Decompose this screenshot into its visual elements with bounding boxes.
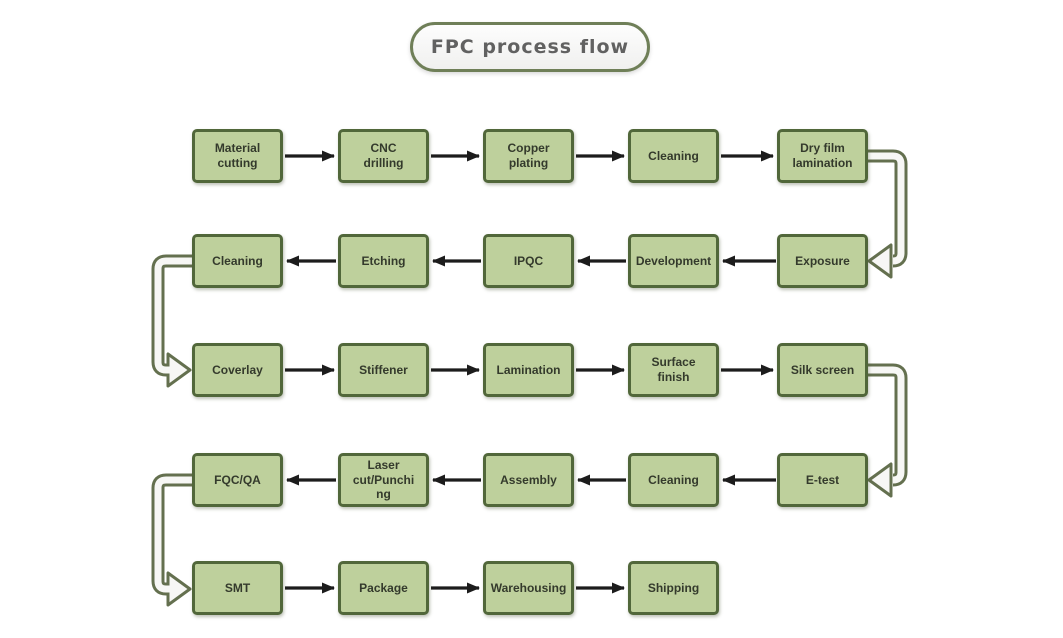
loop-connector-left-2 [151, 473, 194, 607]
node-silk-screen: Silk screen [777, 343, 868, 397]
node-cnc-drilling: CNC drilling [338, 129, 429, 183]
node-cleaning-2: Cleaning [192, 234, 283, 288]
node-cleaning-3: Cleaning [628, 453, 719, 507]
node-development: Development [628, 234, 719, 288]
node-e-test: E-test [777, 453, 868, 507]
node-assembly: Assembly [483, 453, 574, 507]
loop-connector-right-1 [866, 149, 908, 279]
node-smt: SMT [192, 561, 283, 615]
node-surface-finish: Surface finish [628, 343, 719, 397]
loop-arrowhead-icon [166, 571, 192, 607]
node-material-cutting: Material cutting [192, 129, 283, 183]
node-ipqc: IPQC [483, 234, 574, 288]
node-dry-film-lamination: Dry film lamination [777, 129, 868, 183]
node-exposure: Exposure [777, 234, 868, 288]
node-copper-plating: Copper plating [483, 129, 574, 183]
loop-arrowhead-icon [166, 352, 192, 388]
node-laser-cut-punching: Laser cut/Punchi ng [338, 453, 429, 507]
loop-arrowhead-icon [867, 243, 893, 279]
loop-connector-left-1 [151, 254, 194, 388]
node-coverlay: Coverlay [192, 343, 283, 397]
node-warehousing: Warehousing [483, 561, 574, 615]
diagram-title: FPC process flow [410, 22, 650, 72]
node-lamination: Lamination [483, 343, 574, 397]
node-package: Package [338, 561, 429, 615]
node-fqc-qa: FQC/QA [192, 453, 283, 507]
loop-arrowhead-icon [867, 462, 893, 498]
node-shipping: Shipping [628, 561, 719, 615]
loop-connector-right-2 [866, 363, 908, 498]
node-stiffener: Stiffener [338, 343, 429, 397]
node-etching: Etching [338, 234, 429, 288]
node-cleaning-1: Cleaning [628, 129, 719, 183]
